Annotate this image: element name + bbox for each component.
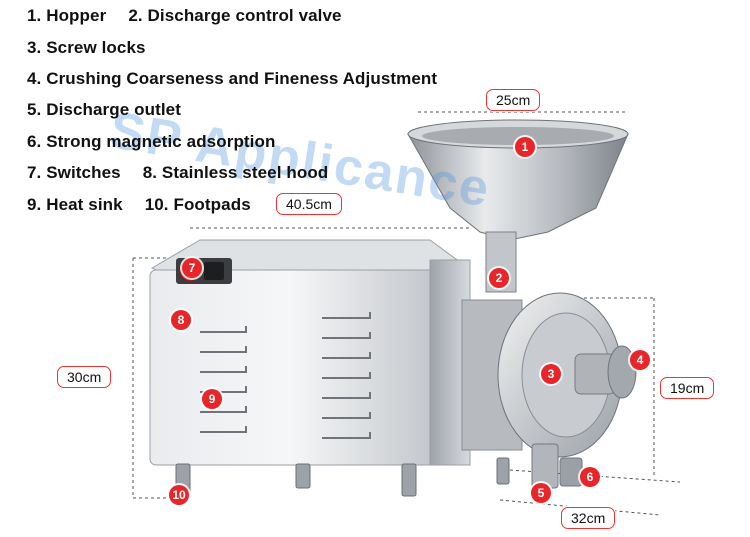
switch-black: [204, 262, 224, 280]
legend-row-1: 1. Hopper 2. Discharge control valve: [27, 6, 342, 26]
marker-2: 2: [489, 268, 509, 288]
legend-item-screw-locks: 3. Screw locks: [27, 38, 146, 57]
legend-row-6: 7. Switches 8. Stainless steel hood: [27, 163, 328, 183]
legend-item-magnetic: 6. Strong magnetic adsorption: [27, 132, 276, 151]
marker-8: 8: [171, 310, 191, 330]
dimension-depth: 32cm: [561, 507, 616, 529]
legend: 1. Hopper 2. Discharge control valve 3. S…: [0, 0, 750, 230]
hopper: [407, 133, 629, 241]
adjust-knob: [607, 345, 637, 399]
legend-row-7: 9. Heat sink 10. Footpads: [27, 195, 251, 215]
dimension-body-length: 40.5cm: [276, 193, 342, 215]
legend-item-hood: 8. Stainless steel hood: [142, 163, 329, 182]
vents-right: [322, 312, 371, 439]
marker-5: 5: [531, 483, 551, 503]
marker-7: 7: [182, 258, 202, 278]
legend-item-adjustment: 4. Crushing Coarseness and Fineness Adju…: [27, 69, 438, 88]
body-front: [149, 269, 463, 466]
marker-1: 1: [515, 137, 535, 157]
legend-item-discharge-outlet: 5. Discharge outlet: [27, 100, 181, 119]
marker-10: 10: [169, 485, 189, 505]
legend-item-heat-sink: 9. Heat sink: [27, 195, 123, 214]
marker-9: 9: [202, 389, 222, 409]
dimension-grinder-height: 19cm: [660, 377, 715, 399]
legend-item-switches: 7. Switches: [27, 163, 121, 182]
legend-item-hopper: 1. Hopper: [27, 6, 107, 25]
magnet-block: [559, 457, 583, 487]
marker-3: 3: [541, 364, 561, 384]
legend-item-discharge-valve: 2. Discharge control valve: [128, 6, 342, 25]
marker-6: 6: [580, 467, 600, 487]
discharge-outlet: [531, 443, 559, 489]
legend-item-footpads: 10. Footpads: [144, 195, 251, 214]
dimension-hopper-width: 25cm: [486, 89, 541, 111]
feet: [175, 457, 510, 497]
marker-4: 4: [630, 350, 650, 370]
dimension-height: 30cm: [57, 366, 112, 388]
